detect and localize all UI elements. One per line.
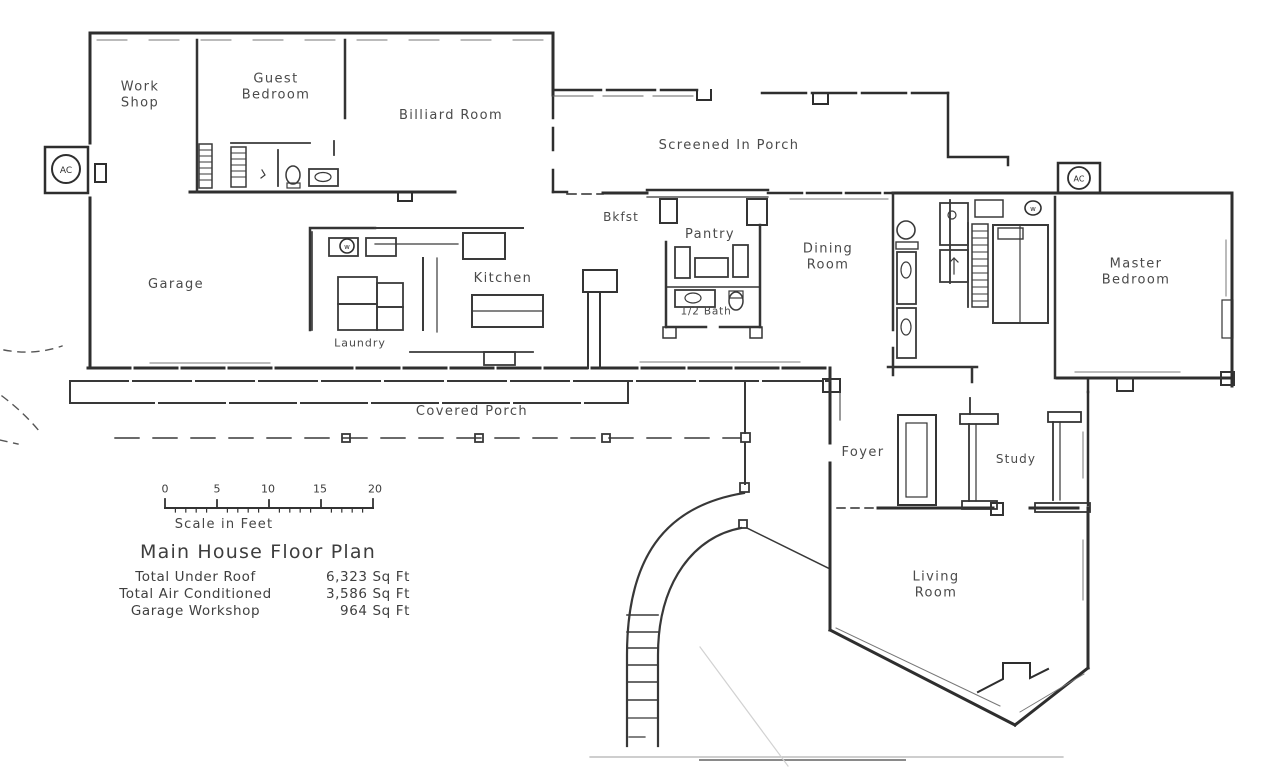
room-label-living-room: Living Room — [912, 569, 959, 600]
room-label-dining-room: Dining Room — [803, 241, 853, 272]
master-bedroom-line1: Master — [1109, 256, 1163, 272]
water-heater-kitchen — [339, 238, 355, 254]
room-label-kitchen: Kitchen — [473, 271, 533, 287]
scale-tick-15: 15 — [313, 482, 327, 496]
water-heater-east — [1024, 200, 1042, 216]
interior-walls — [96, 38, 1235, 713]
room-label-foyer: Foyer — [841, 445, 885, 461]
room-label-laundry: Laundry — [334, 336, 386, 350]
water-heater-east-label: w — [1030, 205, 1036, 213]
plan-title: Main House Floor Plan — [140, 541, 376, 563]
ac-units: AC AC w w — [43, 145, 1102, 254]
room-label-garage: Garage — [147, 277, 205, 293]
room-label-covered-porch: Covered Porch — [415, 404, 529, 420]
room-label-screened-porch: Screened In Porch — [658, 138, 800, 154]
scan-artifacts — [589, 646, 1064, 767]
room-label-guest-bedroom: Guest Bedroom — [242, 71, 311, 102]
stats-label-garage-workshop: Garage Workshop — [130, 602, 261, 619]
stats-row-air-conditioned: Total Air Conditioned 3,586 Sq Ft — [103, 585, 410, 602]
guest-bedroom-line2: Bedroom — [241, 87, 311, 102]
porch-and-walkway — [0, 345, 831, 748]
stats-row-garage-workshop: Garage Workshop 964 Sq Ft — [103, 602, 410, 619]
ac-unit-west — [43, 145, 90, 195]
stats-value-garage-workshop: 964 Sq Ft — [340, 602, 410, 619]
room-label-master-bedroom: Master Bedroom — [1102, 256, 1171, 287]
master-bedroom-line2: Bedroom — [1101, 272, 1171, 287]
living-room-line1: Living — [912, 569, 960, 585]
scale-tick-20: 20 — [368, 482, 382, 496]
scale-tick-5: 5 — [213, 482, 221, 496]
scale-tick-10: 10 — [261, 482, 275, 496]
scale-bar — [164, 498, 374, 513]
dining-room-line2: Room — [806, 257, 850, 272]
water-heater-kitchen-label: w — [344, 243, 350, 251]
dining-room-line1: Dining — [802, 241, 854, 257]
stats-value-air-conditioned: 3,586 Sq Ft — [325, 585, 410, 602]
ac-east-label: AC — [1074, 175, 1085, 184]
stats-row-under-roof: Total Under Roof 6,323 Sq Ft — [103, 570, 410, 585]
work-shop-line2: Shop — [120, 95, 160, 110]
room-label-work-shop: Work Shop — [121, 79, 160, 110]
stats-value-under-roof: 6,323 Sq Ft — [325, 569, 410, 585]
ac-unit-east — [1056, 161, 1102, 195]
ac-west-label: AC — [60, 166, 72, 176]
guest-bedroom-line1: Guest — [253, 71, 299, 87]
work-shop-line1: Work — [120, 79, 160, 95]
scale-tick-0: 0 — [161, 482, 169, 496]
room-label-half-bath: 1/2 Bath — [680, 305, 732, 318]
scale-caption: Scale in Feet — [174, 517, 274, 533]
room-label-bkfst: Bkfst — [603, 209, 639, 224]
room-label-pantry: Pantry — [685, 227, 735, 243]
stats-label-under-roof: Total Under Roof — [135, 569, 256, 585]
room-label-study: Study — [995, 451, 1037, 466]
area-stats: Total Under Roof 6,323 Sq Ft Total Air C… — [103, 570, 410, 621]
room-label-billiard-room: Billiard Room — [398, 108, 504, 124]
stats-label-air-conditioned: Total Air Conditioned — [119, 585, 272, 602]
fixtures — [198, 140, 1049, 366]
living-room-line2: Room — [914, 585, 958, 600]
